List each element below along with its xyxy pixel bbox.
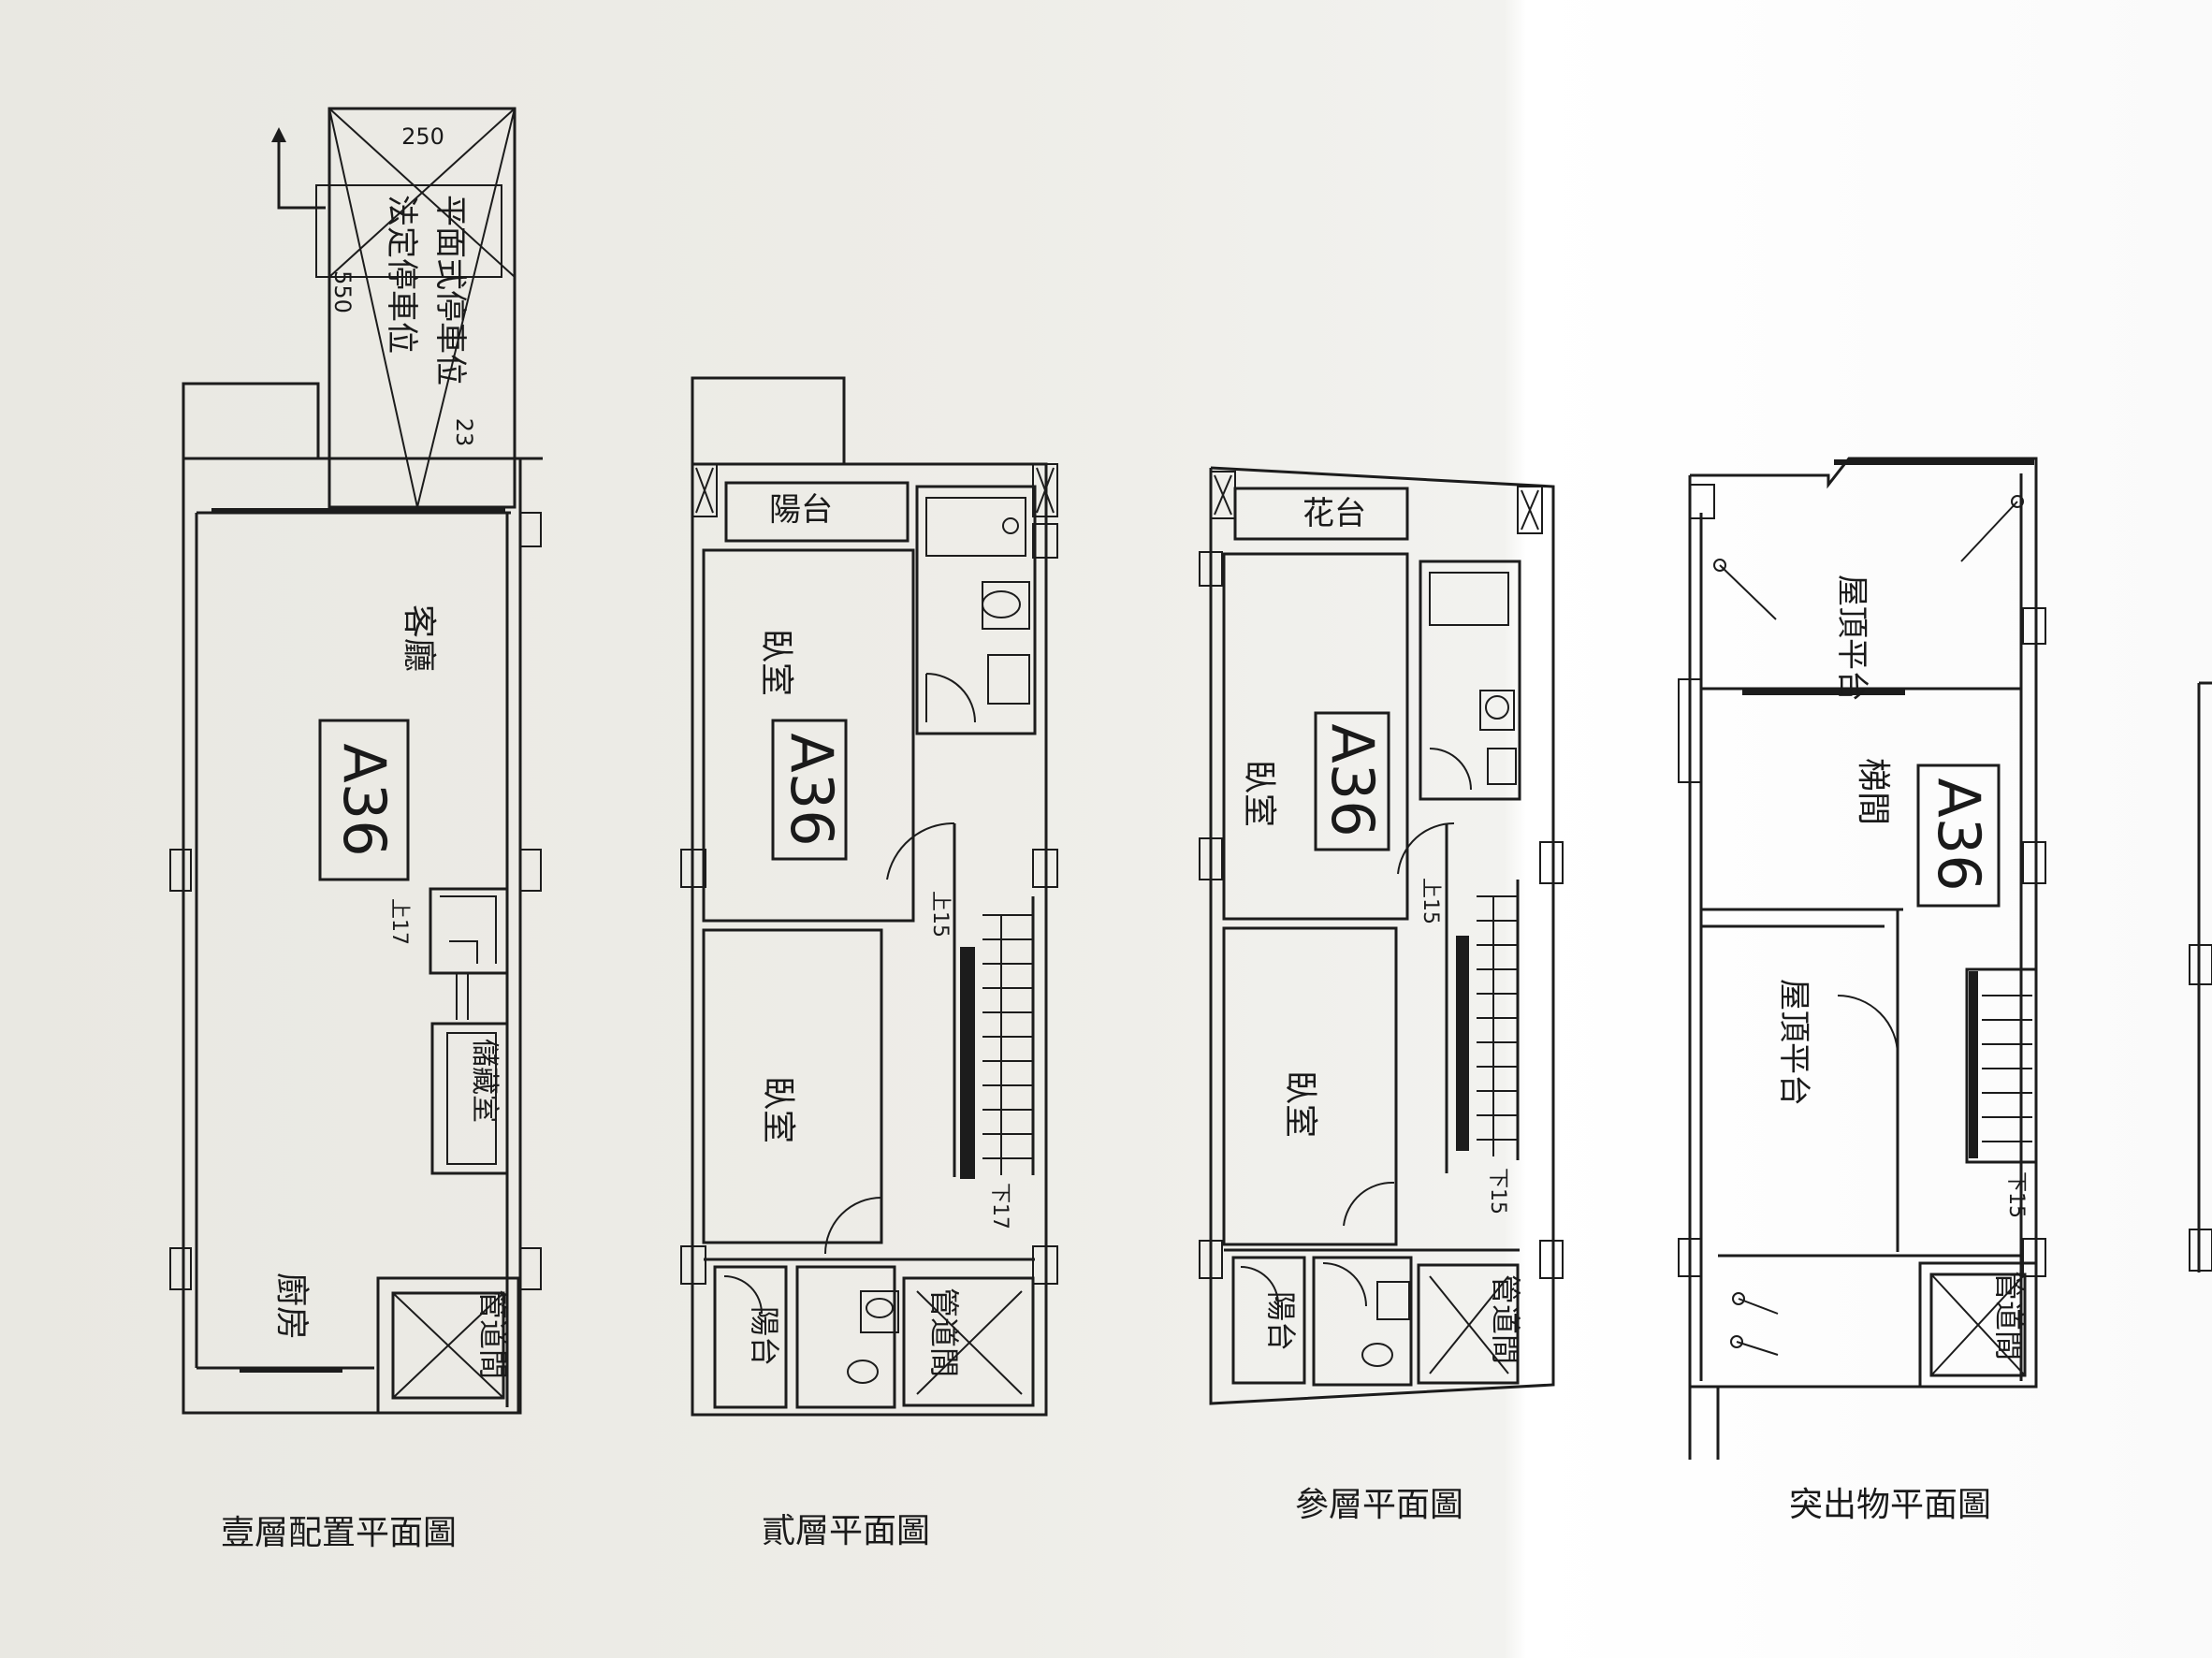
floor-2-stair: 上15 下17 [824, 822, 1035, 1255]
floor-2-stair-up-label: 上15 [928, 891, 952, 938]
roof-stair-down-label: 下15 [2004, 1171, 2028, 1218]
floor-3-bottom-zone: 陽台 管道間 [1224, 1248, 1523, 1387]
parking-label-2: 法定停車位 [383, 195, 420, 354]
floor-1-shaft-label: 管道間 [475, 1289, 511, 1379]
storage-label: 儲藏室 [468, 1039, 501, 1123]
floor-3-walls: 花台 [1199, 466, 1564, 1405]
floor-1-walls [169, 382, 543, 1415]
floor-3-bedroom-a [1222, 552, 1409, 921]
floor-1-caption: 壹層配置平面圖 [221, 1514, 457, 1552]
floor-2-walls: 陽台 [680, 376, 1058, 1417]
floor-1-stair-up-label: 上17 [387, 898, 411, 945]
next-plan-fragment [2189, 681, 2212, 1273]
entrance-arrow-icon [271, 127, 326, 210]
roof-terrace-a-label: 屋頂平台 [1833, 574, 1870, 702]
parking-length-dim: 550 [329, 270, 356, 313]
floor-3-bedroom-b [1222, 926, 1398, 1246]
floor-2-bedroom-a-label: 臥室 [757, 629, 795, 696]
floor-1-unit-tag: A36 [330, 743, 399, 856]
floor-3-stair-up-label: 上15 [1419, 878, 1442, 924]
floor-3-caption: 參層平面圖 [1295, 1486, 1463, 1524]
floor-3-unit-tag: A36 [1318, 723, 1387, 836]
floor-2-unit-tag: A36 [778, 733, 846, 846]
floor-2-shaft-label: 管道間 [926, 1287, 962, 1377]
plan-floor-1: 250 550 23 平面式停車位 法定停車位 [169, 107, 543, 1552]
floor-2-bedroom-b-label: 臥室 [759, 1076, 797, 1143]
roof-terrace-lower: 屋頂平台 [1718, 979, 2021, 1356]
roof-terrace-b-label: 屋頂平台 [1775, 979, 1812, 1106]
parking-width-dim: 250 [401, 124, 444, 150]
parking-stall: 250 550 23 平面式停車位 法定停車位 [315, 107, 517, 509]
floor-3-stair-down-label: 下15 [1486, 1168, 1509, 1214]
plan-roof-structure: 屋頂平台 梯間 A36 下15 屋頂平台 [1678, 457, 2046, 1524]
roof-shaft-label: 管道間 [1991, 1271, 2027, 1360]
floor-2-bottom-zone: 陽台 管道間 [704, 1258, 1035, 1409]
roof-stairwell: 梯間 A36 下15 [1701, 758, 2038, 1252]
floor-2-bedroom-b [702, 928, 883, 1244]
floor-3-bedroom-a-label: 臥室 [1240, 760, 1278, 827]
plan-floor-3: 花台 臥室 臥室 A36 [1199, 466, 1564, 1524]
floor-2-balcony-rear-label: 陽台 [747, 1306, 782, 1366]
floor-3-bedroom-b-label: 臥室 [1281, 1070, 1319, 1138]
plan-floor-2: 陽台 臥室 臥室 A36 [680, 376, 1058, 1550]
parking-label-1: 平面式停車位 [431, 195, 469, 385]
floor-2-balcony-front-label: 陽台 [769, 491, 833, 529]
roof-terrace-upper: 屋頂平台 [1701, 495, 2024, 702]
floor-1-unit-tag-box [318, 719, 410, 881]
floor-3-planter-label: 花台 [1302, 495, 1366, 532]
roof-shaft: 管道間 [1918, 1261, 2038, 1389]
floor-3-unit-tag-box [1314, 711, 1390, 851]
roof-unit-tag: A36 [1925, 778, 1993, 891]
roof-unit-tag-box [1916, 764, 2001, 908]
floor-3-balcony-rear-label: 陽台 [1263, 1291, 1299, 1351]
floor-2-caption: 貳層平面圖 [762, 1512, 930, 1550]
floor-3-shaft-label: 管道間 [1488, 1274, 1523, 1364]
floor-2-bedroom-a [702, 548, 915, 923]
floor-1-shaft: 管道間 [376, 1276, 520, 1415]
floor-2-unit-tag-box [771, 719, 848, 861]
floor-2-stair-down-label: 下17 [988, 1183, 1011, 1229]
floor-1-stair: 上17 儲藏室 [387, 887, 509, 1175]
roof-stairwell-label: 梯間 [1854, 758, 1892, 825]
roof-caption: 突出物平面圖 [1789, 1486, 1991, 1524]
floor-3-stair: 上15 下15 [1343, 822, 1520, 1227]
floor-2-bathroom-top [915, 485, 1037, 735]
roof-walls [1678, 457, 2046, 1460]
living-room-label: 客廳 [400, 604, 438, 672]
floor-3-bathroom-top [1419, 560, 1521, 801]
kitchen-label: 廚房 [272, 1273, 311, 1340]
parking-depth-dim: 23 [451, 418, 477, 447]
